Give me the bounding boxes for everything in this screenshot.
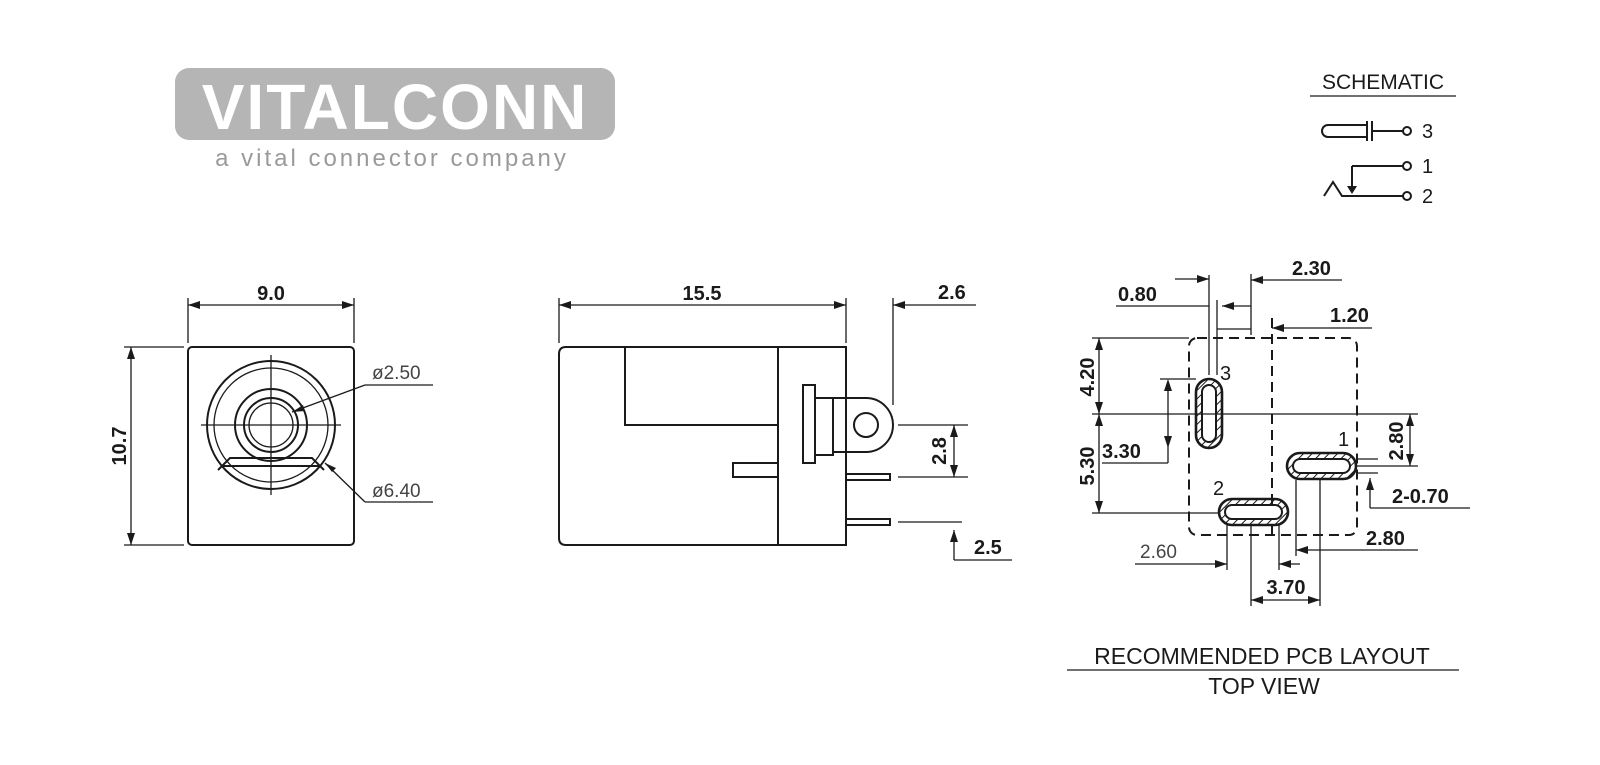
- side-tab: [833, 397, 894, 453]
- pcb-title-line2: TOP VIEW: [1208, 673, 1320, 699]
- switch-arrow: [1347, 186, 1357, 194]
- front-inner-dia-label: ø2.50: [372, 363, 421, 384]
- pcb-dim-370: 3.70: [1267, 577, 1306, 599]
- pcb-dim-260: 2.60: [1140, 542, 1177, 563]
- brand-logo: VITALCONN a vital connector company: [175, 68, 615, 172]
- side-tab-hole: [853, 412, 879, 438]
- pad-1-label: 1: [1338, 429, 1349, 451]
- front-view: 9.0 10.7 ø2.50 ø6.40: [109, 283, 433, 546]
- terminal-2-circle: [1402, 191, 1412, 201]
- schematic-title: SCHEMATIC: [1322, 71, 1444, 94]
- pad-2-label: 2: [1213, 478, 1224, 500]
- front-height-label: 10.7: [109, 427, 131, 466]
- schematic: SCHEMATIC 3 1 2: [1310, 71, 1456, 208]
- schematic-sleeve: [1323, 180, 1403, 197]
- side-rear: [777, 346, 847, 546]
- pcb-dim-120: 1.20: [1330, 305, 1369, 327]
- schematic-pin-3: 3: [1422, 121, 1433, 143]
- side-pin-2: [845, 518, 891, 526]
- side-tab-label: 2.6: [938, 282, 966, 304]
- pcb-title-line1: RECOMMENDED PCB LAYOUT: [1094, 643, 1430, 669]
- schematic-center-pin: [1321, 124, 1367, 138]
- logo-plate: [175, 68, 615, 140]
- pcb-dim-230: 2.30: [1292, 258, 1331, 280]
- pcb-dim-080: 0.80: [1118, 284, 1157, 306]
- front-body: [187, 346, 355, 546]
- side-pin-spacing-label: 2.8: [929, 437, 951, 465]
- schematic-pin-1: 1: [1422, 156, 1433, 178]
- side-view: 15.5 2.6 2.8 2.5: [558, 282, 1012, 561]
- side-body: [558, 346, 779, 546]
- pcb-dim-2x070: 2-0.70: [1392, 486, 1449, 508]
- pcb-dim-420: 4.20: [1077, 358, 1099, 397]
- front-width-label: 9.0: [257, 283, 285, 305]
- pcb-dim-330: 3.30: [1102, 441, 1141, 463]
- logo-tagline: a vital connector company: [215, 145, 569, 172]
- logo-text: VITALCONN: [202, 71, 589, 143]
- pcb-dim-530: 5.30: [1077, 447, 1099, 486]
- pcb-layout: 3 1 2 0.80 2.30 1.20 4.20 5.30: [1067, 258, 1470, 699]
- pcb-dim-280-horizontal: 2.80: [1366, 528, 1405, 550]
- terminal-1-circle: [1402, 161, 1412, 171]
- pcb-dim-280-vertical: 2.80: [1386, 422, 1408, 461]
- side-pin-inner: [732, 462, 779, 478]
- schematic-pin-2: 2: [1422, 186, 1433, 208]
- side-pin-offset-label: 2.5: [974, 537, 1002, 559]
- side-length-label: 15.5: [683, 283, 722, 305]
- terminal-3-circle: [1402, 126, 1412, 136]
- front-spring: [217, 457, 325, 471]
- side-pin-1: [845, 473, 891, 481]
- pad-3-label: 3: [1220, 363, 1231, 385]
- front-outer-dia-label: ø6.40: [372, 481, 421, 502]
